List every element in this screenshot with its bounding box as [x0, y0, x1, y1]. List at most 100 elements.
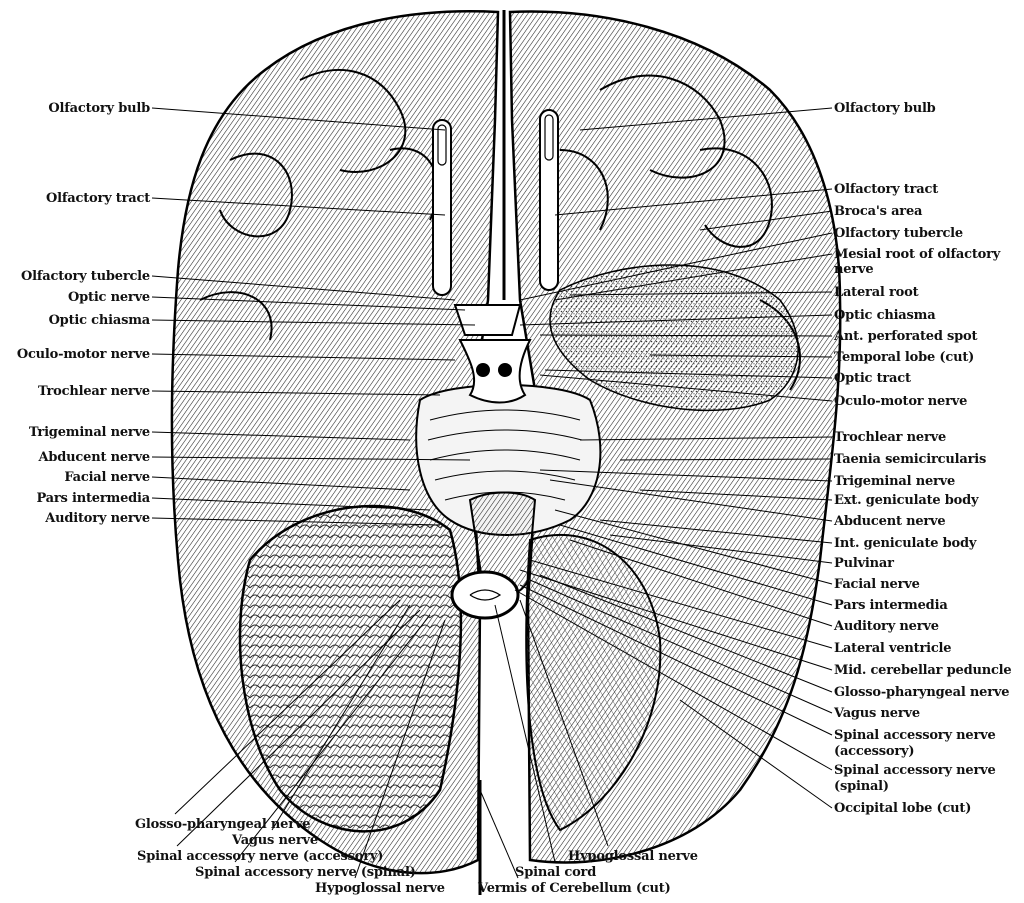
label-auditory-nerve: Auditory nerve [834, 619, 939, 634]
leader-right-broca-s-area [699, 210, 833, 231]
leader-right-vagus-nerve [529, 579, 833, 714]
label-spinal-cord: Spinal cord [515, 865, 597, 880]
label-facial-nerve: Facial nerve [834, 577, 920, 592]
leader-left-trochlear-nerve [151, 390, 441, 396]
label-vagus-nerve: Vagus nerve [834, 706, 920, 721]
label-int-geniculate-body: Int. geniculate body [834, 536, 977, 551]
label-abducent-nerve: Abducent nerve [38, 450, 151, 465]
label-abducent-nerve: Abducent nerve [834, 514, 946, 529]
label-occipital-lobe-cut: Occipital lobe (cut) [834, 801, 972, 816]
label-pars-intermedia: Pars intermedia [36, 491, 150, 506]
label-trigeminal-nerve: Trigeminal nerve [28, 425, 150, 440]
leader-right-glosso-pharyngeal-nerve [539, 574, 833, 693]
label-olfactory-tract: Olfactory tract [834, 182, 938, 197]
cerebellum-right [525, 534, 662, 832]
leader-right-occipital-lobe-cut [679, 699, 833, 809]
label-trigeminal-nerve: Trigeminal nerve [834, 474, 956, 489]
leader-right-taenia-semicircularis [619, 458, 833, 461]
leader-right-temporal-lobe-cut [649, 354, 833, 358]
leader-left-optic-chiasma [151, 319, 476, 326]
leader-right-trigeminal-nerve [539, 469, 833, 482]
leader-bottom-glosso-pharyngeal-nerve [174, 599, 401, 815]
label-mesial-root-of-olfactory: Mesial root of olfactory [834, 247, 1001, 262]
leader-right-optic-tract [544, 369, 833, 379]
label-pars-intermedia: Pars intermedia [834, 598, 948, 613]
label-hypoglossal-nerve: Hypoglossal nerve [568, 849, 698, 864]
label-ext-geniculate-body: Ext. geniculate body [834, 493, 979, 508]
temporal-lobe-cut [549, 264, 799, 412]
label-broca-s-area: Broca's area [834, 204, 923, 219]
leader-right-mid-cerebellar-peduncle [519, 569, 833, 671]
label-oculo-motor-nerve: Oculo-motor nerve [834, 394, 968, 409]
leader-right-ext-geniculate-body [639, 489, 833, 501]
leader-left-olfactory-bulb [151, 107, 446, 131]
optic-chiasma [453, 304, 532, 404]
label-spinal-accessory-nerve: Spinal accessory nerve [834, 763, 996, 778]
label-hypoglossal-nerve: Hypoglossal nerve [315, 881, 445, 896]
leader-left-oculo-motor-nerve [151, 353, 456, 361]
leader-right-ant-perforated-spot [539, 334, 833, 337]
leader-bottom-hypoglossal-nerve [354, 619, 446, 879]
leader-left-trigeminal-nerve [151, 431, 411, 441]
leader-left-olfactory-tract [151, 197, 446, 216]
leader-bottom-spinal-accessory-nerve-spinal [234, 614, 431, 863]
olfactory-structures [432, 109, 559, 296]
leader-right-olfactory-bulb [579, 107, 833, 131]
label-spinal-accessory-nerve-accessory: Spinal accessory nerve (accessory) [137, 849, 384, 864]
leader-right-oculo-motor-nerve [539, 374, 833, 402]
leader-left-optic-nerve [151, 296, 466, 311]
label-taenia-semicircularis: Taenia semicircularis [834, 452, 987, 467]
leader-bottom-vermis-of-cerebellum-cut [479, 789, 519, 879]
leader-right-mesial-root-of-olfactory [554, 253, 833, 301]
label-trochlear-nerve: Trochlear nerve [37, 384, 150, 399]
leader-left-olfactory-tubercle [151, 275, 456, 301]
leader-bottom-spinal-cord [494, 604, 556, 863]
label-pulvinar: Pulvinar [834, 556, 894, 571]
label-glosso-pharyngeal-nerve: Glosso-pharyngeal nerve [834, 685, 1010, 700]
label-optic-chiasma: Optic chiasma [834, 308, 936, 323]
leader-right-pars-intermedia [559, 524, 833, 606]
label-olfactory-bulb: Olfactory bulb [834, 101, 936, 116]
label-olfactory-bulb: Olfactory bulb [48, 101, 150, 116]
leader-right-abducent-nerve [549, 479, 833, 522]
leader-right-spinal-accessory-nerve [519, 584, 833, 736]
label-ant-perforated-spot: Ant. perforated spot [834, 329, 978, 344]
label-lateral-root: Lateral root [834, 285, 919, 300]
label-facial-nerve: Facial nerve [64, 470, 150, 485]
label-spinal-accessory-nerve-spinal: Spinal accessory nerve (spinal) [195, 865, 416, 880]
label-mid-cerebellar-peduncle: Mid. cerebellar peduncle [834, 663, 1012, 678]
label-auditory-nerve: Auditory nerve [45, 511, 150, 526]
label-olfactory-tubercle: Olfactory tubercle [21, 269, 150, 284]
label-optic-tract: Optic tract [834, 371, 911, 386]
leader-left-pars-intermedia [151, 497, 431, 511]
leader-right-facial-nerve [554, 509, 833, 585]
label-optic-nerve: Optic nerve [68, 290, 150, 305]
leader-right-spinal-accessory-nerve [514, 589, 833, 771]
label-optic-chiasma: Optic chiasma [48, 313, 151, 328]
leader-left-facial-nerve [151, 476, 411, 491]
leader-right-lateral-ventricle [529, 559, 833, 649]
label-trochlear-nerve: Trochlear nerve [834, 430, 947, 445]
label-nerve: nerve [834, 262, 874, 277]
cerebellum-left [238, 504, 463, 833]
leader-right-int-geniculate-body [599, 519, 833, 544]
label-vermis-of-cerebellum-cut: Vermis of Cerebellum (cut) [478, 881, 671, 896]
label-spinal: (spinal) [834, 779, 889, 794]
label-olfactory-tract: Olfactory tract [46, 191, 150, 206]
leader-right-trochlear-nerve [579, 436, 833, 441]
spinal-cord-section [450, 570, 520, 620]
label-spinal-accessory-nerve: Spinal accessory nerve [834, 728, 996, 743]
leader-left-auditory-nerve [151, 517, 441, 526]
label-accessory: (accessory) [834, 744, 915, 759]
label-glosso-pharyngeal-nerve: Glosso-pharyngeal nerve [135, 817, 311, 832]
leader-bottom-hypoglossal-nerve [519, 599, 609, 847]
leader-left-abducent-nerve [151, 456, 471, 461]
leader-right-pulvinar [609, 534, 833, 564]
leader-right-olfactory-tubercle [519, 232, 833, 301]
label-vagus-nerve: Vagus nerve [232, 833, 318, 848]
label-olfactory-tubercle: Olfactory tubercle [834, 226, 963, 241]
leader-right-lateral-root [569, 291, 833, 296]
label-oculo-motor-nerve: Oculo-motor nerve [16, 347, 150, 362]
leader-right-olfactory-tract [554, 188, 833, 216]
